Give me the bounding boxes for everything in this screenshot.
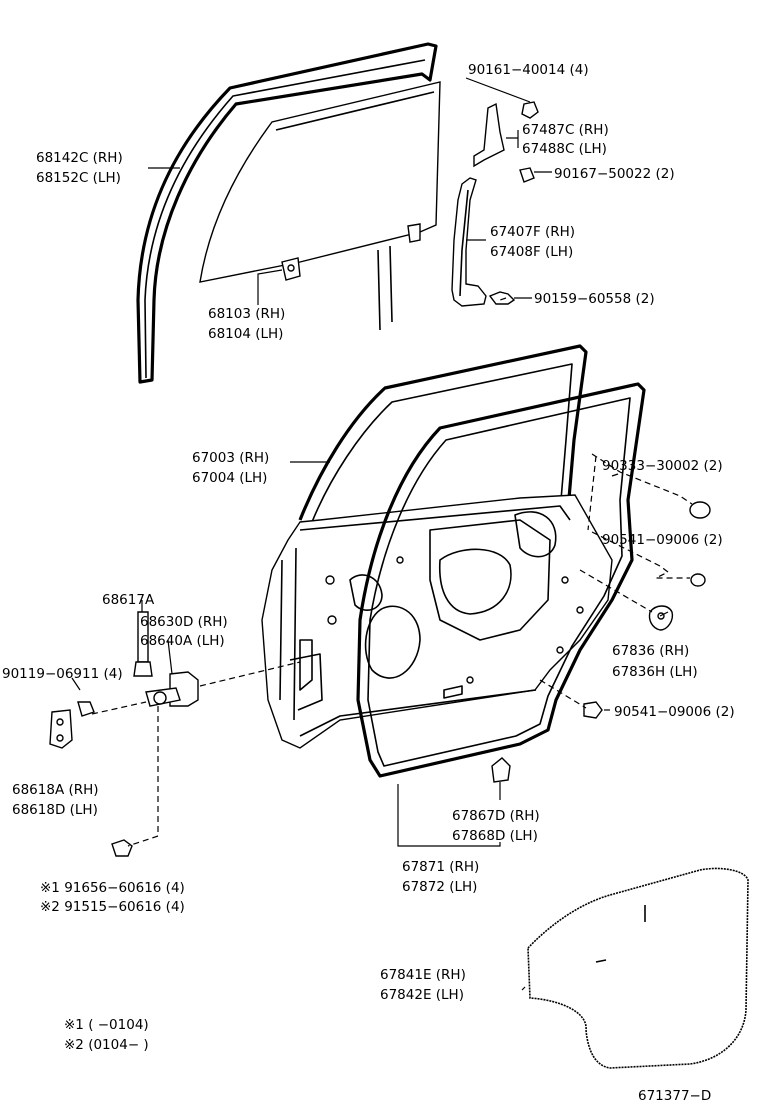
label-90541-09006-a: 90541−09006 (2) bbox=[602, 532, 723, 548]
label-68104: 68104 (LH) bbox=[208, 326, 283, 342]
label-90119-06911: 90119−06911 (4) bbox=[2, 666, 123, 682]
label-90333-30002: 90333−30002 (2) bbox=[602, 458, 723, 474]
label-90161-40014: 90161−40014 (4) bbox=[468, 62, 589, 78]
diagram-code: 671377−D bbox=[638, 1088, 711, 1104]
part-labels: 90161−40014 (4) 67487C (RH) 67488C (LH) … bbox=[2, 62, 735, 1104]
label-90167-50022: 90167−50022 (2) bbox=[554, 166, 675, 182]
hinge-assembly bbox=[49, 611, 199, 857]
door-panel bbox=[261, 494, 613, 749]
division-channel bbox=[451, 177, 516, 307]
note-2: ※2 (0104− ) bbox=[64, 1037, 149, 1053]
label-67872: 67872 (LH) bbox=[402, 879, 477, 895]
door-weatherstrip-upper bbox=[298, 344, 588, 523]
label-91656-60616: ※1 91656−60616 (4) bbox=[40, 880, 185, 896]
label-67868d: 67868D (LH) bbox=[452, 828, 538, 844]
label-67408f: 67408F (LH) bbox=[490, 244, 573, 260]
label-67487c: 67487C (RH) bbox=[522, 122, 609, 138]
label-68617a: 68617A bbox=[102, 592, 155, 608]
label-90541-09006-b: 90541−09006 (2) bbox=[614, 704, 735, 720]
run-channel bbox=[136, 42, 438, 384]
door-glass bbox=[199, 81, 441, 331]
division-bracket bbox=[473, 101, 539, 183]
label-68103: 68103 (RH) bbox=[208, 306, 285, 322]
label-67488c: 67488C (LH) bbox=[522, 141, 607, 157]
label-68618d: 68618D (LH) bbox=[12, 802, 98, 818]
label-68630d: 68630D (RH) bbox=[140, 614, 228, 630]
label-68142c: 68142C (RH) bbox=[36, 150, 123, 166]
label-67867d: 67867D (RH) bbox=[452, 808, 540, 824]
label-90159-60558: 90159−60558 (2) bbox=[534, 291, 655, 307]
label-91515-60616: ※2 91515−60616 (4) bbox=[40, 899, 185, 915]
leader-lines bbox=[71, 77, 693, 991]
door-opening-weatherstrip bbox=[356, 382, 646, 778]
service-hole-cover bbox=[527, 867, 749, 1069]
note-1: ※1 ( −0104) bbox=[64, 1017, 149, 1033]
label-68640a: 68640A (LH) bbox=[140, 633, 225, 649]
label-67842e: 67842E (LH) bbox=[380, 987, 464, 1003]
label-67004: 67004 (LH) bbox=[192, 470, 267, 486]
label-67836h: 67836H (LH) bbox=[612, 664, 698, 680]
label-68618a: 68618A (RH) bbox=[12, 782, 99, 798]
label-67003: 67003 (RH) bbox=[192, 450, 269, 466]
label-67407f: 67407F (RH) bbox=[490, 224, 575, 240]
label-67841e: 67841E (RH) bbox=[380, 967, 466, 983]
label-68152c: 68152C (LH) bbox=[36, 170, 121, 186]
label-67836: 67836 (RH) bbox=[612, 643, 689, 659]
label-67871: 67871 (RH) bbox=[402, 859, 479, 875]
